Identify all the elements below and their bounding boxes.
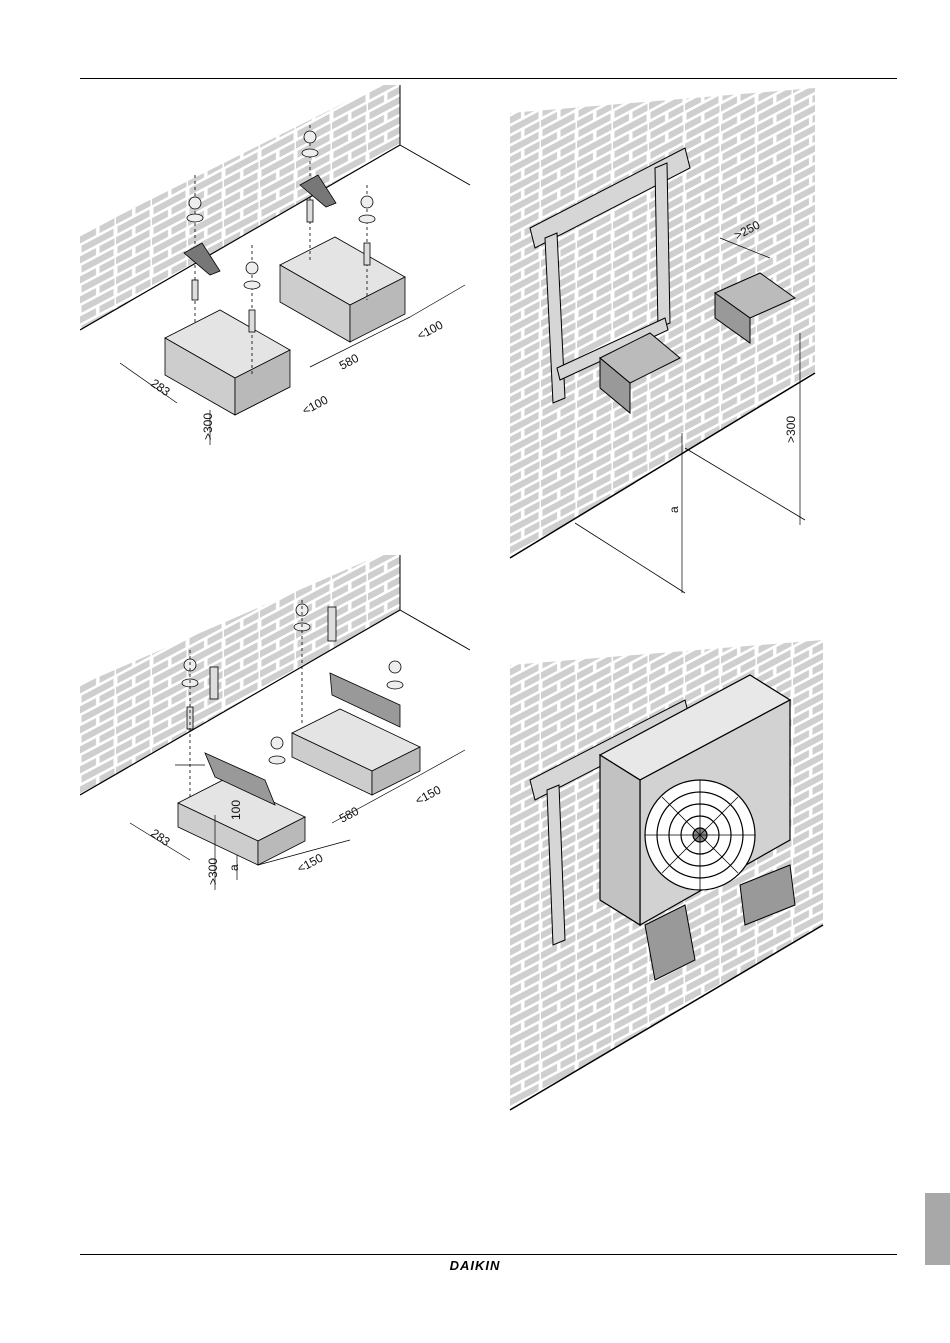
concrete-block-left [165, 310, 290, 415]
dim-lt100-side: <100 [415, 317, 446, 342]
concrete-block-right [280, 237, 405, 342]
concrete-block-left [178, 779, 305, 865]
dim-a: a [227, 864, 241, 871]
daikin-logo: DAIKIN [0, 1258, 950, 1273]
dim-a: a [667, 506, 681, 513]
dim-gt300: >300 [784, 416, 798, 443]
dim-gt300: >300 [201, 413, 215, 440]
figure-unit-on-bracket [505, 640, 835, 1115]
header-rule [80, 78, 897, 79]
dim-100: 100 [229, 800, 243, 820]
dim-283: 283 [148, 826, 173, 849]
concrete-block-right [292, 709, 420, 795]
dim-lt150-side: <150 [413, 782, 444, 807]
figure-ground-mount: 283 580 <100 <100 >300 [80, 85, 480, 455]
footer-rule [80, 1254, 897, 1255]
dim-lt150-front: <150 [295, 850, 326, 875]
figure-ground-mount-bracket: 283 580 <150 <150 >300 100 a [80, 555, 480, 900]
figure-wall-bracket: >250 >300 a [505, 88, 835, 603]
dim-580: 580 [337, 351, 362, 373]
dim-580: 580 [337, 804, 362, 826]
chapter-tab [925, 1193, 950, 1265]
dim-283: 283 [148, 376, 173, 399]
dim-gt300: >300 [206, 858, 220, 885]
dim-lt100-front: <100 [300, 392, 331, 417]
